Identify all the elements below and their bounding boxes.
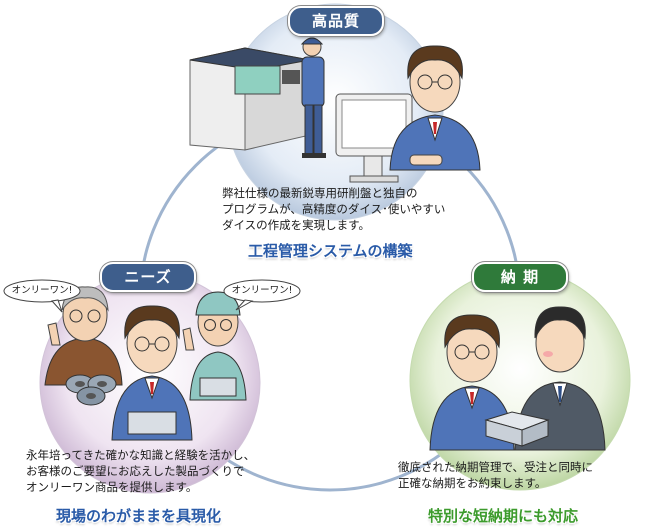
quality-description-line-1: 弊社仕様の最新鋭専用研削盤と独自の [222, 186, 418, 200]
needs-description-line-2: お客様のご要望にお応えした製品づくりで [26, 464, 245, 478]
young-engineer-illustration [111, 305, 193, 441]
quality-description-line-2: プログラムが、高精度のダイス･使いやすい [222, 202, 446, 216]
metal-coils-illustration [65, 374, 117, 406]
speech-bubble-left-text: オンリーワン! [11, 285, 73, 296]
delivery-description-line-2: 正確な納期をお約束します。 [398, 476, 547, 490]
needs-description-line-3: オンリーワン商品を提供します。 [26, 480, 198, 494]
needs-description-line-1: 永年培ってきた確かな知識と経験を活かし、 [26, 448, 256, 462]
delivery-badge: 納 期 [472, 262, 568, 292]
older-man-illustration [44, 286, 123, 386]
grinding-machine-illustration [189, 47, 311, 151]
speech-bubble-right [223, 279, 301, 303]
delivery-caption: 特別な短納期にも対応 [428, 507, 579, 525]
delivery-circle [409, 269, 631, 491]
delivery-description-line-1: 徹底された納期管理で、受注と同時に [398, 460, 594, 474]
quality-description-line-3: ダイスの作成を実現します。 [222, 218, 371, 232]
needs-caption: 現場のわがままを具現化 [56, 507, 222, 525]
speech-bubble-right-text: オンリーワン! [231, 285, 293, 296]
worker-standing-illustration [300, 37, 326, 158]
needs-badge: ニーズ [100, 262, 196, 292]
quality-caption: 工程管理システムの構築 [248, 242, 413, 260]
quality-badge: 高品質 [288, 6, 384, 36]
metal-part-illustration [484, 411, 550, 447]
speech-bubble-left [3, 279, 81, 303]
engineer-with-glasses-illustration [389, 45, 481, 171]
computer-monitor-illustration [335, 93, 413, 183]
factory-worker-illustration [182, 291, 247, 401]
